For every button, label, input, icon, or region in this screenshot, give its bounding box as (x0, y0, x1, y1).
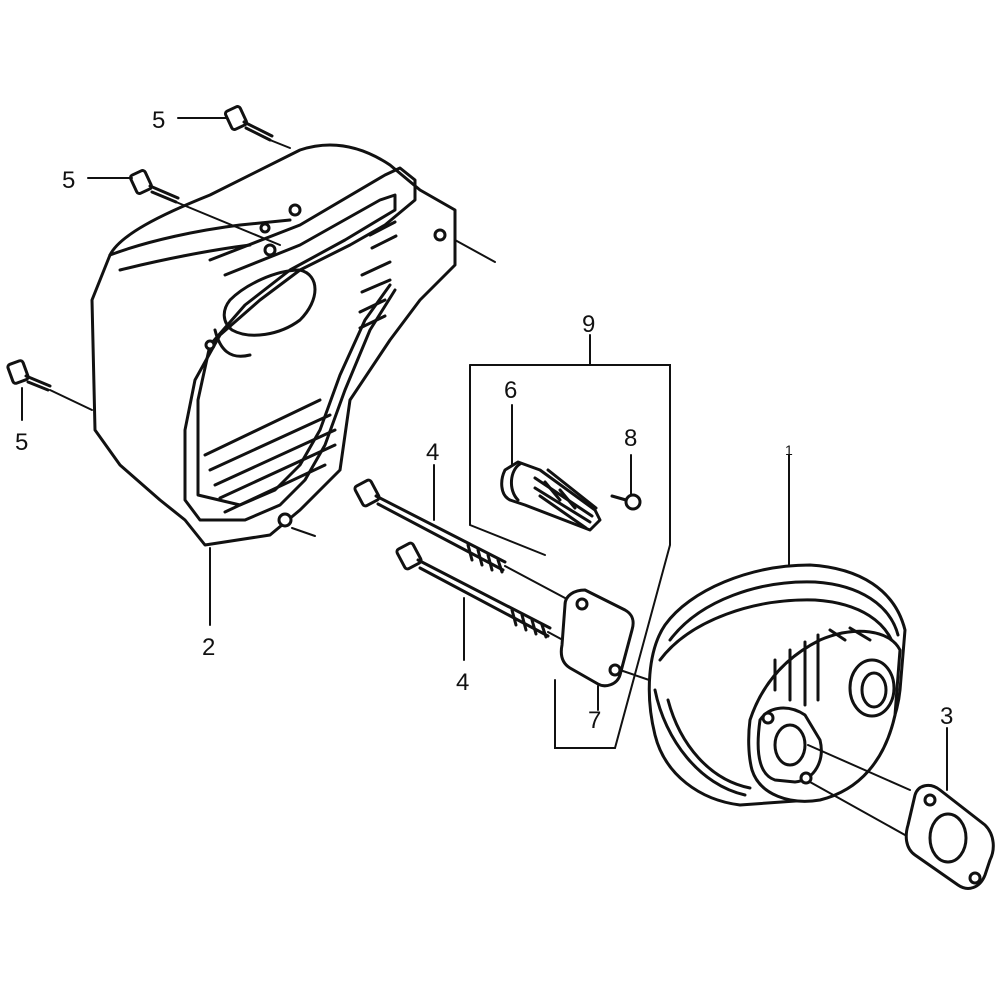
callout-5-middle: 5 (62, 167, 75, 194)
kit-bracket-9 (469, 334, 671, 749)
callout-2: 2 (202, 634, 215, 661)
flange-bolt-upper (177, 105, 291, 149)
muffler (647, 454, 911, 836)
tapping-screw (610, 454, 642, 511)
callout-8: 8 (624, 425, 637, 452)
callout-6: 6 (504, 377, 517, 404)
muffler-gasket-plate (559, 588, 656, 711)
callout-1: 1 (785, 442, 793, 458)
callout-3: 3 (940, 703, 953, 730)
callout-4-lower: 4 (456, 669, 469, 696)
flange-bolt-lower (6, 359, 93, 421)
callout-7: 7 (588, 707, 601, 734)
callout-5-upper: 5 (152, 107, 165, 134)
callout-4-upper: 4 (426, 439, 439, 466)
exhaust-gasket (904, 727, 995, 890)
flange-bolt-middle (87, 169, 281, 246)
muffler-stud-bolt-upper (353, 478, 566, 599)
callout-9: 9 (582, 311, 595, 338)
callout-5-lower: 5 (15, 429, 28, 456)
muffler-protector (90, 143, 496, 547)
spark-arrester-screen (500, 460, 602, 532)
